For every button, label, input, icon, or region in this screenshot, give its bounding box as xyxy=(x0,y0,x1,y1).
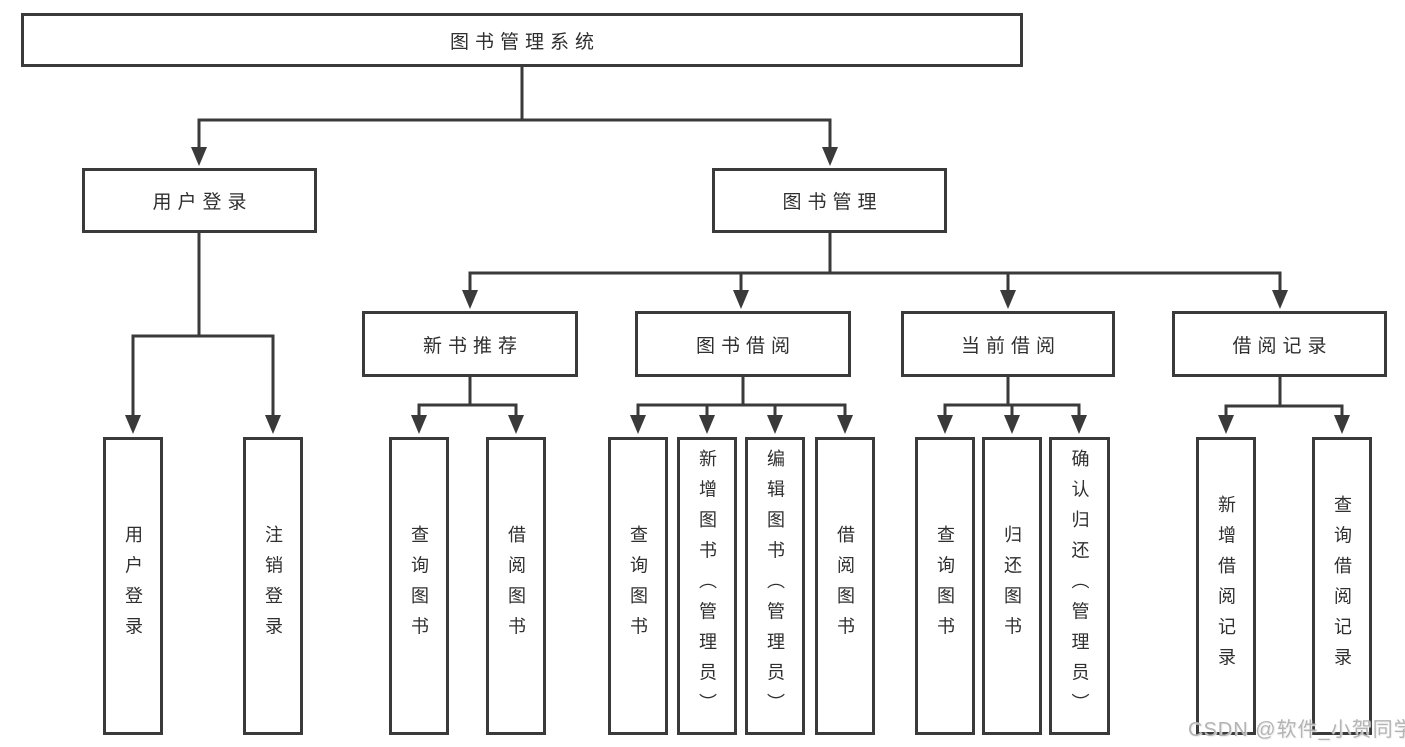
leaf-records-query-borrow-record-label: 查询借阅记录 xyxy=(1332,494,1352,678)
leaf-borrow-edit-books-admin: 编辑图书（管理员） xyxy=(745,437,805,735)
node-root: 图书管理系统 xyxy=(21,13,1023,67)
leaf-borrow-borrow-books-label: 借阅图书 xyxy=(835,525,855,647)
connector-current-borrow-to-leaves xyxy=(937,377,1087,434)
leaf-borrow-query-books-label: 查询图书 xyxy=(628,525,648,647)
leaf-current-query-books-label: 查询图书 xyxy=(935,525,955,647)
leaf-user-login-label: 用户登录 xyxy=(123,525,143,647)
node-book-management: 图书管理 xyxy=(712,168,947,233)
connector-book-mgmt-to-level3 xyxy=(462,233,1288,309)
node-user-login: 用户登录 xyxy=(82,168,317,233)
leaf-current-confirm-return-admin-label: 确认归还（管理员） xyxy=(1069,448,1090,724)
leaf-borrow-edit-books-admin-label: 编辑图书（管理员） xyxy=(765,448,785,724)
node-book-borrow-label: 图书借阅 xyxy=(695,335,796,357)
leaf-newbooks-borrow-books: 借阅图书 xyxy=(486,437,546,735)
connector-new-books-to-leaves xyxy=(411,377,524,434)
leaf-newbooks-borrow-books-label: 借阅图书 xyxy=(506,525,526,647)
leaf-current-confirm-return-admin: 确认归还（管理员） xyxy=(1049,437,1110,735)
node-current-borrow-label: 当前借阅 xyxy=(960,335,1061,357)
node-borrow-records-label: 借阅记录 xyxy=(1232,335,1333,357)
connector-borrow-records-to-leaves xyxy=(1218,377,1350,434)
node-new-book-recommend: 新书推荐 xyxy=(362,311,578,377)
node-borrow-records: 借阅记录 xyxy=(1172,311,1387,377)
leaf-newbooks-query-books-label: 查询图书 xyxy=(409,525,429,647)
node-user-login-label: 用户登录 xyxy=(152,192,253,213)
leaf-newbooks-query-books: 查询图书 xyxy=(389,437,449,735)
node-book-management-label: 图书管理 xyxy=(782,192,883,213)
leaf-borrow-query-books: 查询图书 xyxy=(608,437,668,735)
leaf-current-return-books-label: 归还图书 xyxy=(1002,525,1022,647)
node-current-borrow: 当前借阅 xyxy=(901,311,1115,377)
leaf-borrow-add-books-admin-label: 新增图书（管理员） xyxy=(697,448,717,724)
leaf-borrow-add-books-admin: 新增图书（管理员） xyxy=(677,437,737,735)
leaf-records-query-borrow-record: 查询借阅记录 xyxy=(1312,437,1372,735)
leaf-records-add-borrow-record-label: 新增借阅记录 xyxy=(1216,494,1236,678)
leaf-borrow-borrow-books: 借阅图书 xyxy=(815,437,875,735)
node-root-label: 图书管理系统 xyxy=(449,31,600,53)
leaf-user-login: 用户登录 xyxy=(103,437,163,735)
leaf-current-return-books: 归还图书 xyxy=(982,437,1042,735)
leaf-logout-label: 注销登录 xyxy=(263,525,283,647)
connector-user-login-to-leaves xyxy=(125,233,281,434)
node-new-book-recommend-label: 新书推荐 xyxy=(422,335,523,357)
connector-root-to-level2 xyxy=(191,67,838,166)
node-book-borrow: 图书借阅 xyxy=(635,311,851,377)
leaf-logout: 注销登录 xyxy=(243,437,303,735)
leaf-current-query-books: 查询图书 xyxy=(915,437,975,735)
csdn-watermark: CSDN @软件_小贺同学 xyxy=(1188,719,1405,741)
connector-book-borrow-to-leaves xyxy=(630,377,853,434)
leaf-records-add-borrow-record: 新增借阅记录 xyxy=(1196,437,1256,735)
